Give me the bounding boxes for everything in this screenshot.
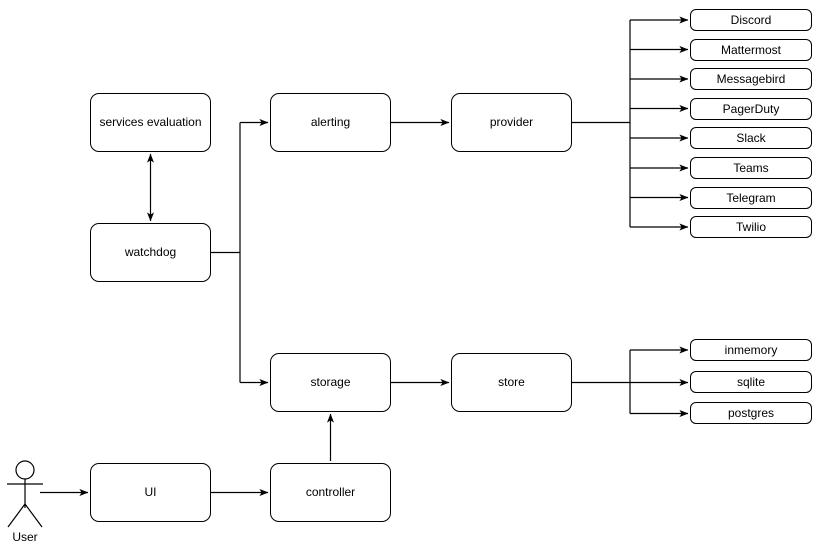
node-provider[interactable]: provider	[451, 93, 572, 152]
node-storage[interactable]: storage	[270, 353, 391, 412]
actor-label-user: User	[12, 530, 38, 544]
node-messagebird[interactable]: Messagebird	[690, 68, 812, 90]
node-label-pagerduty: PagerDuty	[722, 101, 780, 116]
node-ui[interactable]: UI	[90, 463, 211, 522]
user-leg-left-icon	[7, 503, 26, 528]
user-head-icon	[15, 460, 35, 480]
node-discord[interactable]: Discord	[690, 9, 812, 31]
node-teams[interactable]: Teams	[690, 157, 812, 179]
node-label-store: store	[498, 375, 525, 390]
node-store[interactable]: store	[451, 353, 572, 412]
node-label-controller: controller	[305, 485, 356, 500]
node-label-inmemory: inmemory	[724, 342, 778, 357]
node-services-evaluation[interactable]: services evaluation	[90, 93, 211, 152]
node-label-twilio: Twilio	[735, 219, 766, 234]
user-leg-right-icon	[24, 503, 43, 528]
node-label-discord: Discord	[730, 12, 772, 27]
node-label-postgres: postgres	[727, 405, 775, 420]
node-controller[interactable]: controller	[270, 463, 391, 522]
node-postgres[interactable]: postgres	[690, 402, 812, 424]
node-label-mattermost: Mattermost	[720, 42, 781, 57]
node-label-teams: Teams	[733, 160, 769, 175]
node-pagerduty[interactable]: PagerDuty	[690, 98, 812, 120]
node-label-services-evaluation: services evaluation	[99, 115, 202, 130]
node-label-telegram: Telegram	[726, 190, 776, 205]
node-mattermost[interactable]: Mattermost	[690, 39, 812, 61]
node-label-storage: storage	[310, 375, 351, 390]
node-label-sqlite: sqlite	[736, 374, 765, 389]
node-sqlite[interactable]: sqlite	[690, 371, 812, 393]
node-watchdog[interactable]: watchdog	[90, 223, 211, 282]
node-label-slack: Slack	[736, 130, 766, 145]
node-alerting[interactable]: alerting	[270, 93, 391, 152]
node-slack[interactable]: Slack	[690, 127, 812, 149]
node-label-ui: UI	[144, 485, 157, 500]
node-label-provider: provider	[489, 115, 534, 130]
node-inmemory[interactable]: inmemory	[690, 339, 812, 361]
node-twilio[interactable]: Twilio	[690, 216, 812, 238]
node-label-watchdog: watchdog	[124, 245, 177, 260]
node-label-alerting: alerting	[310, 115, 351, 130]
node-label-messagebird: Messagebird	[716, 71, 786, 86]
node-telegram[interactable]: Telegram	[690, 187, 812, 209]
